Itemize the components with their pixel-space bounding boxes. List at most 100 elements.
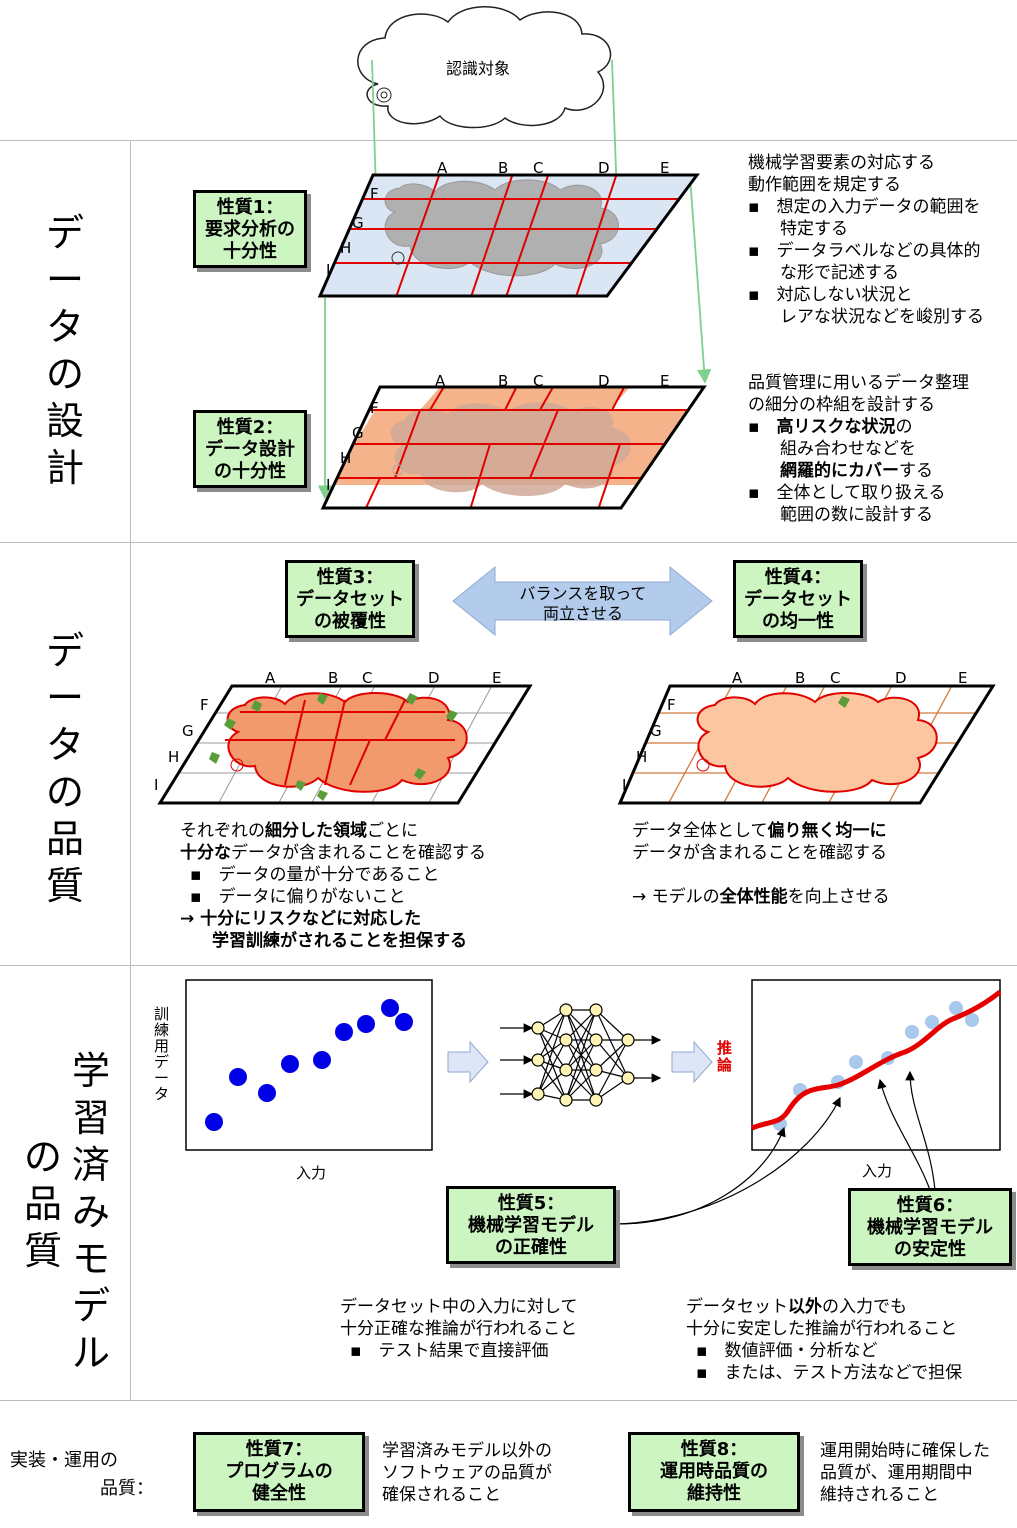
svg-text:E: E xyxy=(492,669,501,687)
flow-arrow xyxy=(671,1040,713,1084)
nn-edge xyxy=(565,1009,597,1071)
nn-node xyxy=(559,1033,573,1047)
nn-node xyxy=(621,1071,635,1085)
nn-node xyxy=(589,1063,603,1077)
operation-maintenance-text: 運用開始時に確保した品質が、運用期間中維持されること xyxy=(820,1441,990,1505)
training-point xyxy=(313,1051,331,1069)
training-point xyxy=(229,1068,247,1086)
nn-edge xyxy=(537,1059,567,1101)
nn-node xyxy=(531,1021,545,1035)
uniformity-text: データ全体として偏り無く均一に データが含まれることを確認する → モデルの全体… xyxy=(632,821,890,907)
svg-text:G: G xyxy=(182,722,194,740)
model-curve xyxy=(751,990,1002,1131)
data-point xyxy=(965,1013,979,1027)
training-point xyxy=(205,1113,223,1131)
property-box-5: 性質5： 機械学習モデル の正確性 xyxy=(446,1186,616,1264)
divider xyxy=(0,140,1017,141)
design-p1-text: 機械学習要素の対応する動作範囲を規定する ▪ 想定の入力データの範囲を特定する … xyxy=(748,153,984,327)
svg-text:D: D xyxy=(598,159,610,177)
uniformity-plane xyxy=(617,684,996,805)
section-label-quality: データの品質 xyxy=(45,629,84,908)
svg-text:C: C xyxy=(830,669,840,687)
property-box-1: 性質1： 要求分析の 十分性 xyxy=(193,190,307,268)
svg-text:B: B xyxy=(498,372,508,390)
svg-text:I: I xyxy=(326,261,330,279)
divider xyxy=(0,542,1017,543)
x-axis-label-left: 入力 xyxy=(296,1164,327,1182)
svg-text:A: A xyxy=(435,372,446,390)
svg-text:F: F xyxy=(370,185,379,203)
property-box-3: 性質3： データセット の被覆性 xyxy=(285,560,415,638)
property-box-2: 性質2： データ設計 の十分性 xyxy=(193,410,307,488)
section-label-impl-2: 品質： xyxy=(100,1478,154,1499)
data-point xyxy=(925,1015,939,1029)
nn-node xyxy=(589,1033,603,1047)
nn-edge xyxy=(595,1039,629,1101)
x-axis-label-right: 入力 xyxy=(862,1162,893,1180)
divider xyxy=(130,140,131,1400)
svg-text:D: D xyxy=(895,669,907,687)
nn-edge xyxy=(565,1039,597,1101)
svg-text:A: A xyxy=(437,159,448,177)
balance-arrow xyxy=(452,565,713,637)
training-point xyxy=(357,1015,375,1033)
training-point xyxy=(281,1055,299,1073)
inference-label: 推論 xyxy=(717,1039,733,1074)
divider xyxy=(0,965,1017,966)
nn-node xyxy=(559,1063,573,1077)
svg-text:B: B xyxy=(795,669,805,687)
svg-text:F: F xyxy=(667,696,676,714)
property-box-7: 性質7： プログラムの 健全性 xyxy=(193,1432,365,1512)
nn-node xyxy=(589,1093,603,1107)
nn-edge xyxy=(537,1039,567,1095)
accuracy-text: データセット中の入力に対して十分正確な推論が行われること▪ テスト結果で直接評価 xyxy=(340,1297,578,1361)
svg-text:C: C xyxy=(533,372,543,390)
flow-arrow xyxy=(447,1040,489,1084)
svg-text:A: A xyxy=(265,669,276,687)
cloud-shape xyxy=(357,6,612,129)
stability-text: データセット以外の入力でも 十分に安定した推論が行われること ▪ 数値評価・分析… xyxy=(686,1297,963,1383)
design-plane-2 xyxy=(320,385,707,510)
design-p2-text: 品質管理に用いるデータ整理の細分の枠組を設計する ▪ 高リスクな状況の 組み合わ… xyxy=(748,373,969,525)
design-plane-1 xyxy=(317,173,700,298)
data-point xyxy=(949,1001,963,1015)
section-label-design: データの設計 xyxy=(45,211,84,490)
nn-edge xyxy=(537,1009,567,1095)
svg-text:G: G xyxy=(352,214,364,232)
svg-text:E: E xyxy=(958,669,967,687)
svg-text:H: H xyxy=(636,748,647,766)
svg-text:I: I xyxy=(154,776,158,794)
svg-text:H: H xyxy=(340,449,351,467)
cloud-label: 認識対象 xyxy=(446,59,511,78)
property-box-4: 性質4： データセット の均一性 xyxy=(733,560,863,638)
nn-node xyxy=(531,1087,545,1101)
nn-edge xyxy=(565,1009,597,1101)
section-label-model-1: 学習済みモデル xyxy=(71,1049,110,1375)
nn-edge xyxy=(595,1009,629,1041)
svg-text:I: I xyxy=(326,476,330,494)
svg-text:B: B xyxy=(328,669,338,687)
nn-node xyxy=(559,1093,573,1107)
nn-edge xyxy=(595,1009,629,1079)
training-point xyxy=(258,1084,276,1102)
svg-text:E: E xyxy=(660,372,669,390)
nn-edge xyxy=(537,1009,567,1061)
nn-edge xyxy=(537,1027,567,1101)
nn-edge xyxy=(537,1027,567,1071)
svg-text:D: D xyxy=(598,372,610,390)
section-label-model-2: の品質 xyxy=(23,1135,62,1273)
svg-text:F: F xyxy=(370,399,379,417)
svg-text:D: D xyxy=(428,669,440,687)
property-box-8: 性質8： 運用時品質の 維持性 xyxy=(628,1432,800,1512)
coverage-text: それぞれの細分した領域ごとに 十分なデータが含まれることを確認する ▪ データの… xyxy=(180,821,486,951)
nn-node xyxy=(621,1033,635,1047)
nn-node xyxy=(531,1053,545,1067)
svg-text:A: A xyxy=(732,669,743,687)
svg-text:G: G xyxy=(650,722,662,740)
svg-text:I: I xyxy=(622,776,626,794)
nn-node xyxy=(559,1003,573,1017)
data-point xyxy=(905,1025,919,1039)
nn-edge xyxy=(595,1039,629,1071)
svg-text:F: F xyxy=(200,696,209,714)
svg-text:G: G xyxy=(352,424,364,442)
